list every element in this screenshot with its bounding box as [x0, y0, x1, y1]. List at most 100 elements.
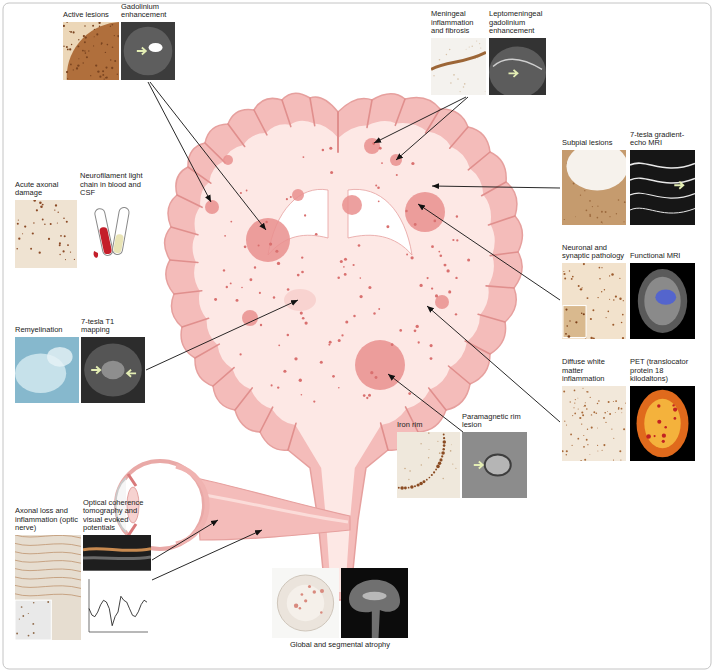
panel-label: Subpial lesions	[562, 139, 626, 148]
decor-rect	[462, 432, 527, 498]
decor-circle	[416, 325, 419, 328]
decor-line	[418, 204, 560, 300]
decor-circle	[364, 138, 380, 154]
decor-circle	[572, 445, 573, 446]
decor-circle	[359, 295, 362, 298]
decor-circle	[104, 78, 105, 79]
decor-circle	[441, 455, 443, 457]
decor-circle	[99, 76, 101, 78]
decor-circle	[114, 60, 116, 62]
decor-ellipse	[277, 575, 333, 631]
decor-circle	[107, 44, 109, 46]
decor-circle	[580, 288, 582, 290]
decor-line	[182, 318, 209, 327]
decor-circle	[244, 245, 247, 248]
decor-circle	[584, 190, 585, 191]
image-frame	[83, 535, 151, 640]
decor-circle	[601, 211, 603, 213]
decor-ellipse	[638, 269, 687, 333]
decor-circle	[73, 69, 74, 70]
decor-path	[630, 178, 695, 183]
decor-path	[630, 208, 695, 213]
decor-circle	[439, 458, 442, 461]
decor-circle	[40, 205, 43, 208]
image-frame	[489, 38, 546, 95]
decor-circle	[646, 434, 651, 439]
decor-circle	[329, 341, 332, 344]
decor-circle	[443, 437, 445, 439]
decor-circle	[592, 206, 593, 207]
label-block: Paramagnetic rim lesion	[462, 413, 527, 430]
decor-circle	[386, 225, 389, 228]
decor-circle	[423, 480, 426, 483]
decor-circle	[112, 46, 114, 48]
image-panel: Subpial lesions	[562, 150, 626, 225]
decor-circle	[21, 606, 23, 608]
decor-circle	[606, 317, 607, 318]
decor-circle	[404, 487, 407, 490]
decor-path	[674, 182, 683, 189]
decor-circle	[446, 54, 447, 55]
decor-circle	[33, 632, 35, 634]
decor-path	[196, 478, 350, 540]
decor-circle	[613, 438, 614, 439]
decor-circle	[443, 440, 446, 443]
decor-circle	[345, 321, 348, 324]
decor-circle	[623, 300, 624, 301]
decor-circle	[105, 77, 106, 78]
decor-circle	[604, 412, 606, 414]
decor-line	[310, 98, 315, 126]
decor-circle	[570, 433, 572, 435]
decor-circle	[59, 242, 61, 244]
image-frame	[15, 337, 79, 403]
decor-circle	[92, 25, 94, 27]
decor-circle	[662, 440, 665, 443]
panel-image	[630, 263, 695, 339]
decor-path	[127, 370, 136, 377]
decor-circle	[573, 407, 574, 408]
decor-circle	[620, 459, 621, 460]
decor-circle	[575, 216, 577, 218]
decor-polyline	[89, 596, 147, 625]
decor-circle	[66, 71, 67, 72]
label-block: Neurofilament light chain in blood and C…	[80, 172, 152, 198]
decor-rect	[15, 535, 81, 640]
decor-circle	[33, 602, 35, 604]
decor-circle	[583, 313, 585, 315]
decor-path	[193, 121, 495, 592]
decor-circle	[320, 361, 323, 364]
decor-circle	[300, 312, 303, 315]
decor-circle	[614, 412, 616, 414]
decor-circle	[613, 401, 614, 402]
decor-circle	[564, 278, 566, 280]
image-frame	[341, 568, 408, 638]
decor-circle	[391, 343, 394, 346]
decor-circle	[224, 235, 226, 237]
decor-ellipse	[362, 592, 386, 600]
decor-circle	[590, 318, 592, 320]
decor-circle	[469, 46, 470, 47]
decor-circle	[353, 315, 356, 318]
decor-circle	[430, 344, 433, 347]
decor-circle	[443, 434, 445, 436]
decor-circle	[33, 200, 36, 202]
image-frame	[562, 150, 626, 225]
decor-circle	[574, 390, 576, 392]
decor-circle	[597, 445, 598, 446]
decor-rect	[431, 38, 486, 95]
decor-circle	[456, 239, 458, 241]
decor-circle	[592, 337, 595, 339]
decor-circle	[563, 271, 564, 272]
decor-circle	[570, 401, 571, 402]
decor-circle	[84, 41, 86, 43]
decor-circle	[117, 73, 118, 74]
decor-circle	[565, 333, 567, 335]
decor-circle	[330, 171, 333, 174]
decor-circle	[586, 439, 588, 441]
decor-circle	[589, 454, 591, 456]
decor-circle	[410, 485, 413, 488]
decor-circle	[112, 24, 114, 26]
decor-circle	[258, 244, 260, 246]
decor-circle	[301, 394, 303, 396]
decor-circle	[373, 312, 375, 314]
